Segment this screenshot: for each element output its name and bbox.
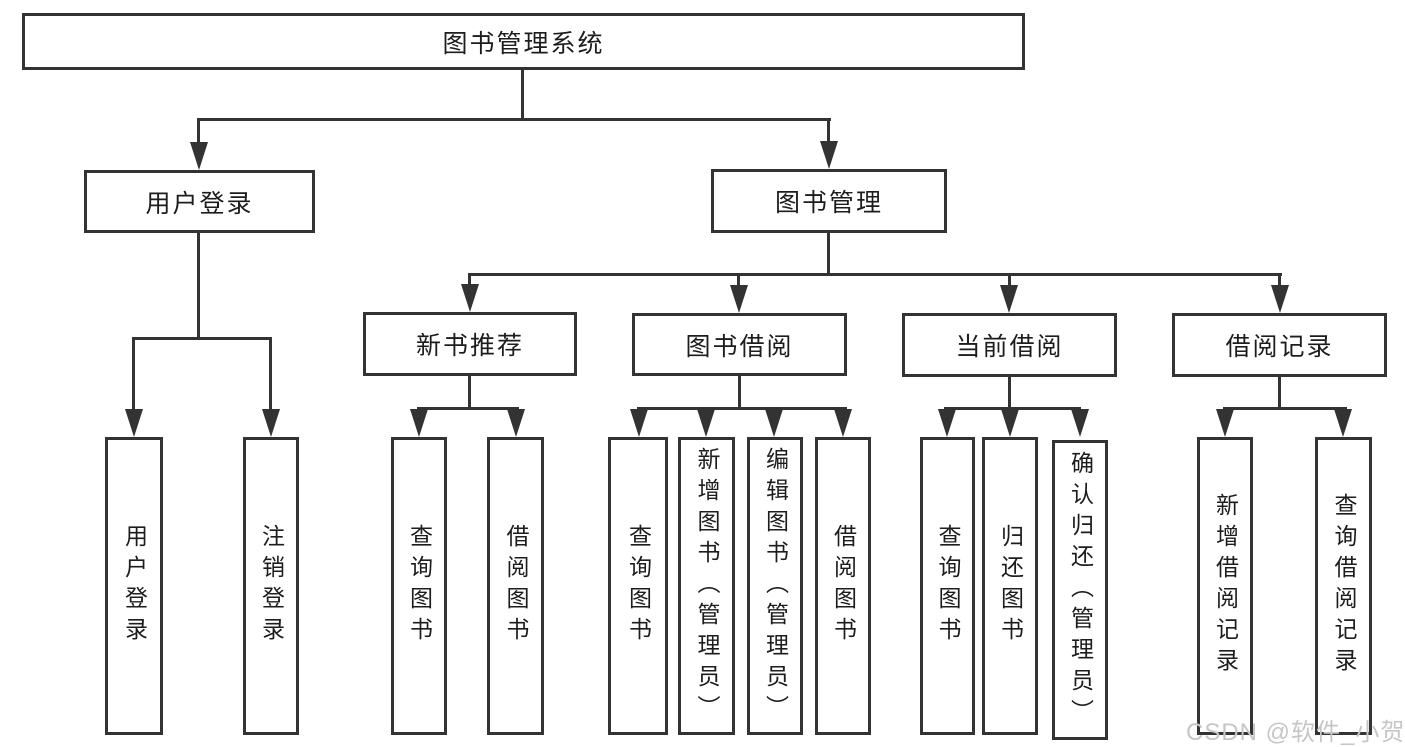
connector-bus	[637, 407, 847, 410]
connector-drop	[132, 337, 135, 411]
leaf-borrow-books: 借阅图书	[487, 437, 544, 735]
connector-level2-bus	[197, 118, 831, 121]
csdn-watermark: CSDN @软件_小贺同学	[1186, 719, 1405, 746]
connector-arrow	[461, 284, 479, 312]
connector-drop	[1278, 273, 1281, 287]
connector-arrow	[630, 409, 648, 437]
leaf-edit-books-admin: 编辑图书（管理员）	[747, 437, 803, 735]
connector-arrow	[820, 141, 838, 169]
leaf-query-books: 查询图书	[608, 437, 668, 735]
connector-userlogin-stem	[197, 233, 200, 340]
leaf-add-borrow-record: 新增借阅记录	[1197, 437, 1253, 735]
node-user-login: 用户登录	[84, 170, 315, 233]
node-borrowing-records: 借阅记录	[1172, 313, 1387, 377]
connector-arrow	[1271, 285, 1289, 313]
connector-userlogin-bus	[132, 337, 272, 340]
connector-drop	[1008, 273, 1011, 287]
node-library-management-system: 图书管理系统	[22, 13, 1025, 70]
connector-level3-bus	[468, 273, 1282, 276]
node-current-borrowing: 当前借阅	[902, 313, 1117, 377]
connector-arrow	[262, 409, 280, 437]
leaf-confirm-return-admin: 确认归还（管理员）	[1052, 440, 1108, 740]
connector-arrow	[697, 409, 715, 437]
leaf-add-books-admin: 新增图书（管理员）	[678, 437, 735, 735]
connector-arrow	[730, 285, 748, 313]
connector-arrow	[125, 409, 143, 437]
connector-bus	[1223, 407, 1347, 410]
connector-arrow	[190, 142, 208, 170]
connector-drop	[468, 273, 471, 287]
connector-stem	[468, 376, 471, 410]
leaf-logout: 注销登录	[243, 437, 299, 735]
connector-drop	[269, 337, 272, 411]
connector-stem	[1278, 377, 1281, 410]
connector-arrow	[765, 409, 783, 437]
node-book-borrowing: 图书借阅	[632, 313, 847, 376]
connector-stem	[1008, 377, 1011, 410]
connector-stem	[738, 376, 741, 410]
connector-arrow	[1216, 409, 1234, 437]
connector-arrow	[1001, 409, 1019, 437]
leaf-borrow-books: 借阅图书	[815, 437, 871, 735]
connector-arrow	[834, 409, 852, 437]
connector-arrow	[507, 409, 525, 437]
connector-arrow	[1071, 409, 1089, 437]
connector-bus	[944, 407, 1081, 410]
connector-drop	[827, 118, 830, 143]
connector-arrow	[410, 409, 428, 437]
connector-drop	[197, 118, 200, 144]
connector-root-stem	[521, 70, 524, 118]
connector-drop	[737, 273, 740, 287]
node-new-book-recommend: 新书推荐	[363, 312, 577, 376]
leaf-query-books: 查询图书	[920, 437, 975, 735]
leaf-user-login: 用户登录	[105, 437, 163, 735]
leaf-query-borrow-record: 查询借阅记录	[1315, 437, 1372, 735]
connector-arrow	[1334, 409, 1352, 437]
leaf-return-books: 归还图书	[982, 437, 1038, 735]
connector-arrow	[938, 409, 956, 437]
connector-bus	[417, 407, 519, 410]
leaf-query-books: 查询图书	[391, 437, 447, 735]
connector-arrow	[1000, 285, 1018, 313]
node-book-management: 图书管理	[711, 169, 947, 233]
connector-bookmgmt-stem	[827, 233, 830, 276]
